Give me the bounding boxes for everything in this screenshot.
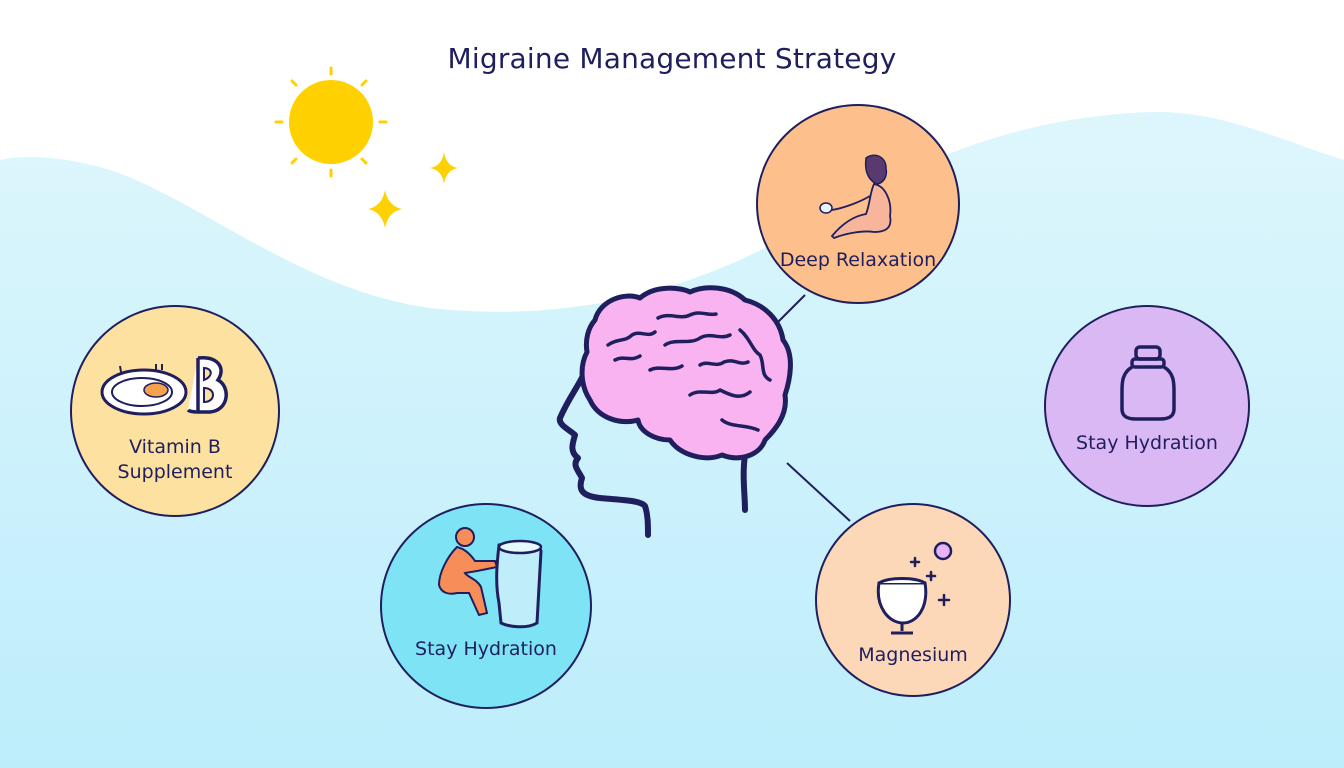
page-title: Migraine Management Strategy — [447, 42, 897, 75]
connector-line — [786, 462, 851, 522]
node-label: Vitamin B — [129, 436, 221, 458]
white-wave — [0, 0, 1344, 312]
head-with-brain-icon — [556, 285, 793, 538]
sun-icon — [274, 66, 388, 178]
node-stay-hydration-jar[interactable]: Stay Hydration — [1044, 305, 1250, 507]
plate-letter-b-icon — [100, 356, 228, 416]
node-label: Stay Hydration — [1076, 432, 1218, 454]
person-with-glass-icon — [437, 527, 543, 629]
jar-icon — [1120, 345, 1176, 421]
sparkle-icon — [368, 190, 402, 228]
node-vitamin-b[interactable]: Vitamin B Supplement — [70, 305, 280, 517]
node-deep-relaxation[interactable]: Deep Relaxation — [756, 104, 960, 304]
node-label: Supplement — [117, 461, 233, 483]
node-label: Magnesium — [858, 644, 968, 666]
node-label: Deep Relaxation — [779, 249, 937, 271]
node-stay-hydration-glass[interactable]: Stay Hydration — [380, 503, 592, 709]
node-magnesium[interactable]: Magnesium — [815, 503, 1011, 697]
connector-line — [777, 294, 806, 323]
meditating-person-icon — [819, 154, 892, 240]
sparkle-icon — [430, 152, 458, 184]
node-label: Stay Hydration — [415, 638, 557, 660]
goblet-sparkles-icon — [876, 541, 953, 635]
